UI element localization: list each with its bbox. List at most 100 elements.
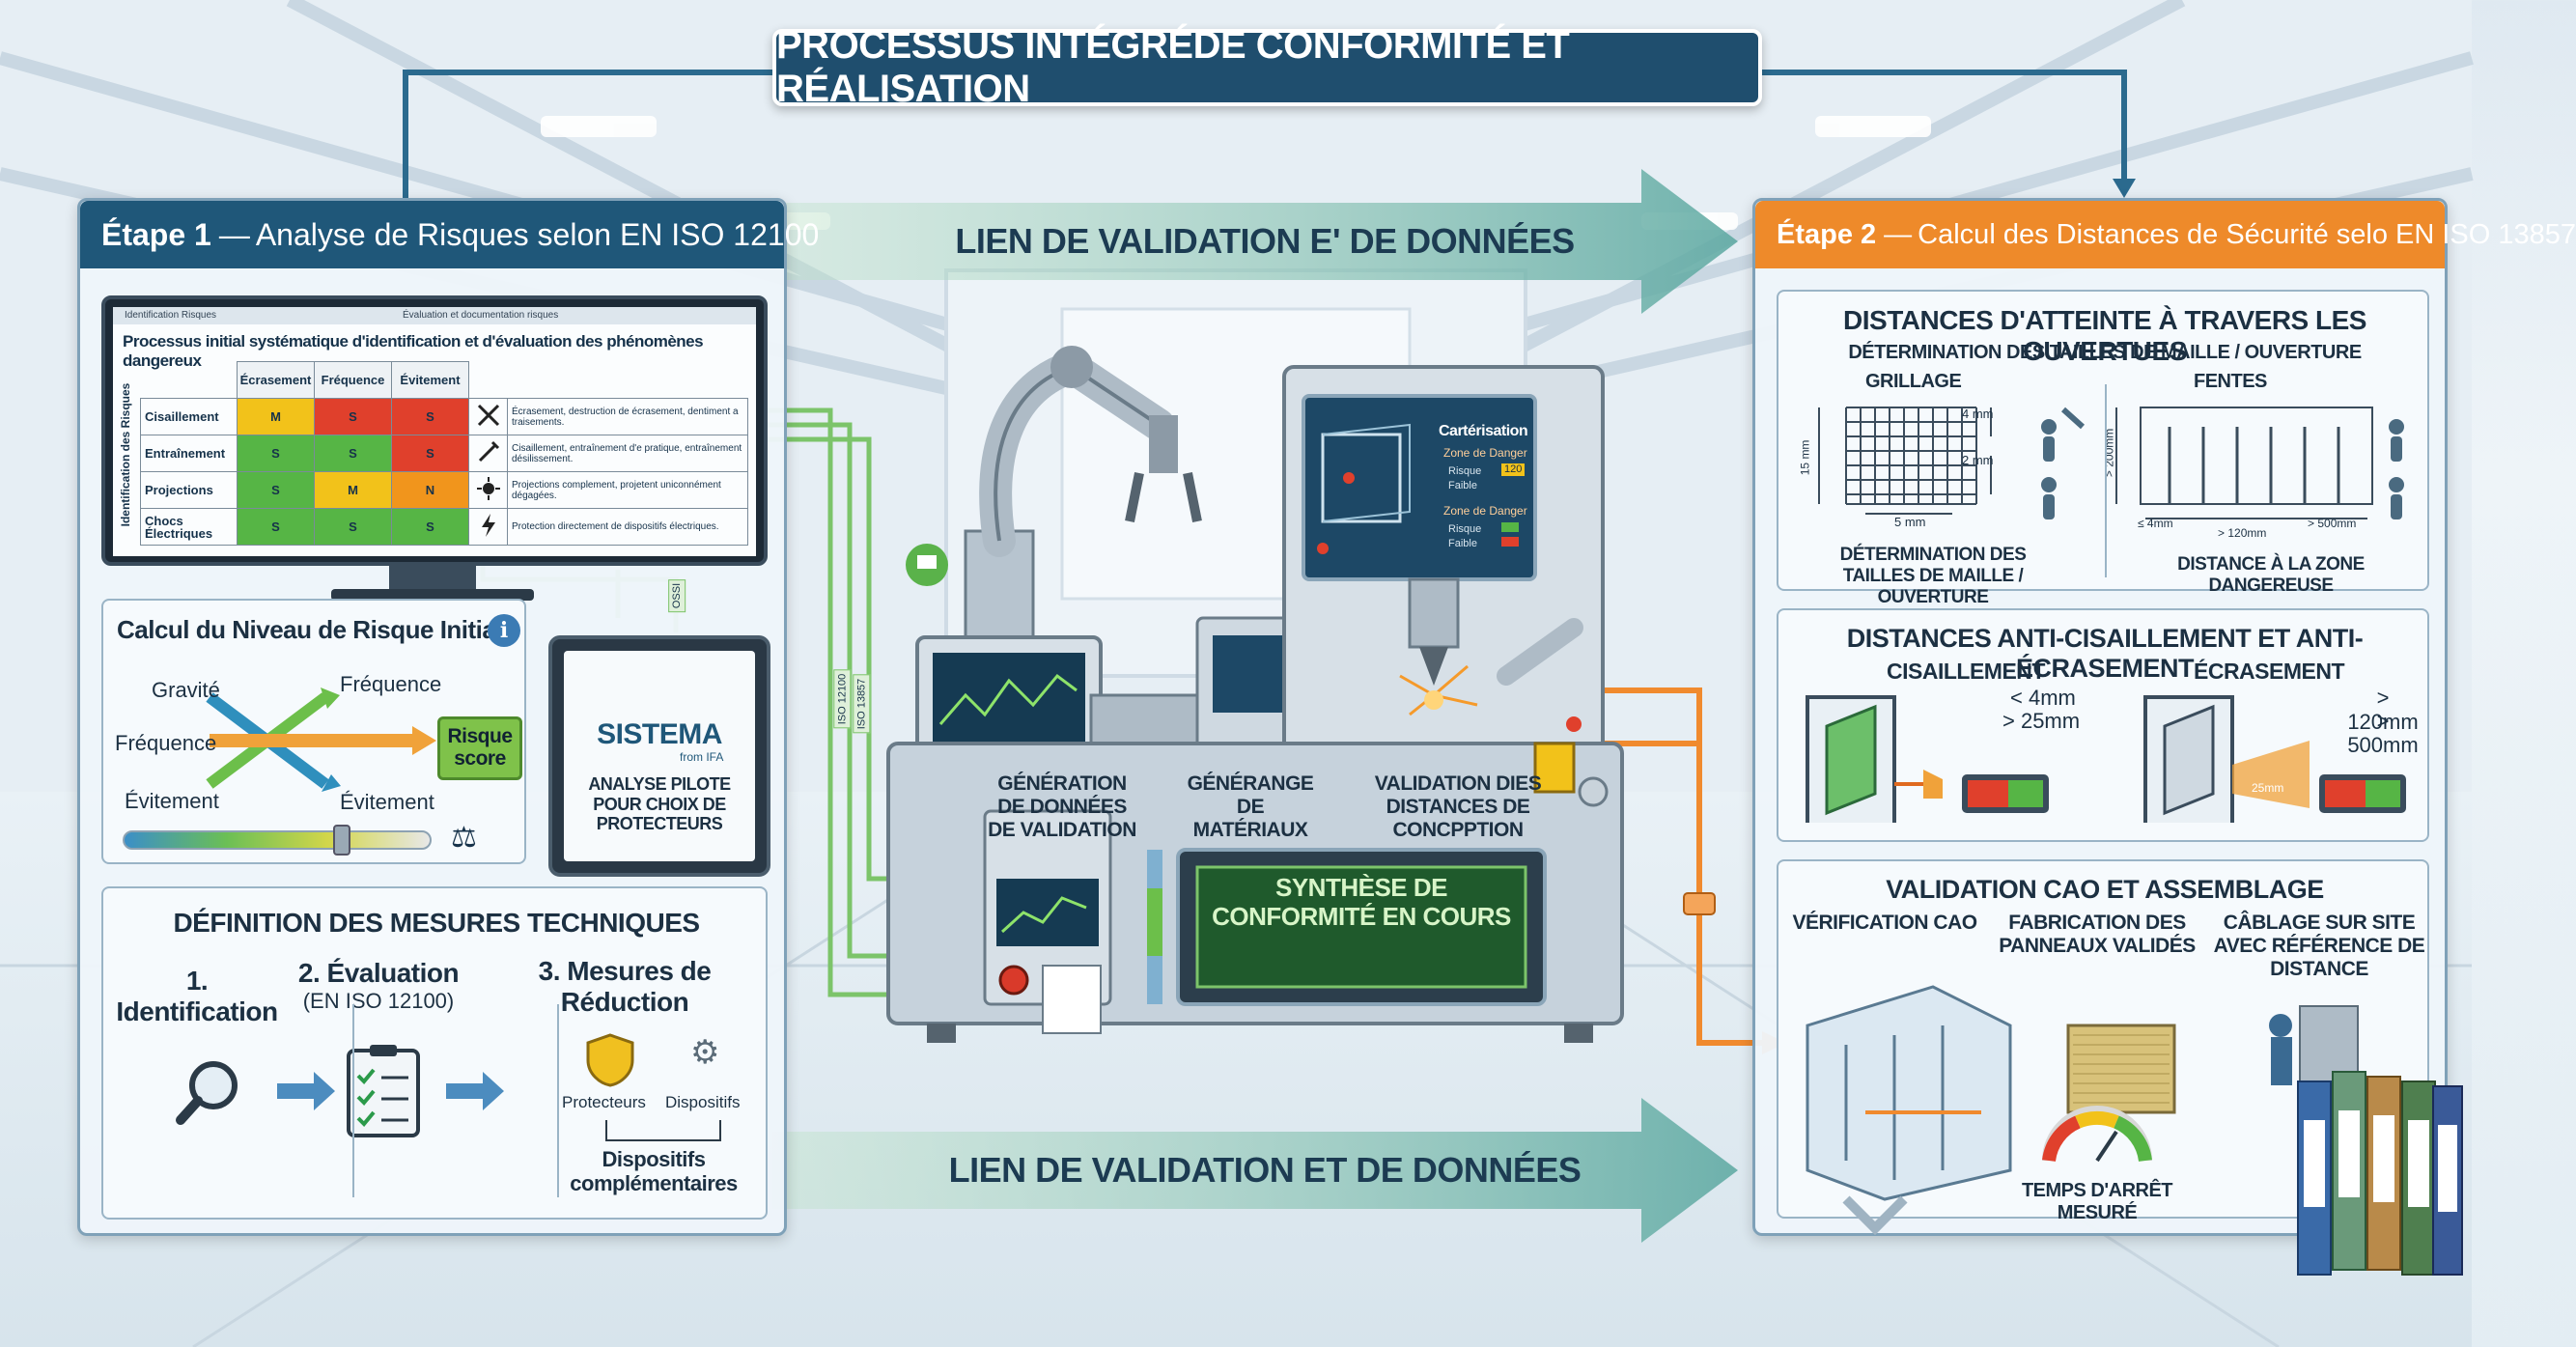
machine-risque2: Risque bbox=[1448, 523, 1482, 535]
measures-box: DÉFINITION DES MESURES TECHNIQUES 1. Ide… bbox=[101, 886, 768, 1220]
measure-step-identification: 1. Identification bbox=[116, 966, 278, 1027]
sistema-desc: ANALYSE PILOTE POUR CHOIX DE PROTECTEURS bbox=[588, 774, 731, 834]
measures-title: DÉFINITION DES MESURES TECHNIQUES bbox=[173, 908, 700, 938]
documentation-binders bbox=[2297, 1071, 2463, 1276]
row-name: Chocs Électriques bbox=[140, 508, 238, 546]
label-cisaillement: CISAILLEMENT bbox=[1887, 659, 2045, 684]
dim-15mm: 15 mm bbox=[1798, 439, 1812, 476]
risk-cell: S bbox=[314, 398, 392, 435]
dim-500mm: > 500mm bbox=[2308, 517, 2357, 530]
shield-icon bbox=[586, 1033, 634, 1092]
measure-step-evaluation: 2. Évaluation bbox=[297, 958, 460, 988]
monitor-base bbox=[331, 589, 534, 601]
machine-label-materiaux: GÉNÉRANGE DE MATÉRIAUX bbox=[1187, 772, 1314, 842]
risk-cell: S bbox=[314, 435, 392, 472]
cad-fabrication: FABRICATION DES PANNEAUX VALIDÉS bbox=[1999, 912, 2196, 958]
reach-foot-distance: DISTANCE À LA ZONE DANGEREUSE bbox=[2177, 554, 2365, 596]
shear-crush-box: DISTANCES ANTI-CISAILLEMENT ET ANTI-ÉCRA… bbox=[1777, 608, 2429, 842]
risk-cell: S bbox=[237, 471, 315, 509]
risk-level-slider-knob[interactable] bbox=[333, 825, 350, 856]
shear-title: DISTANCES ANTI-CISAILLEMENT ET ANTI-ÉCRA… bbox=[1846, 624, 2364, 684]
divider bbox=[352, 1004, 354, 1197]
risk-score-badge: Risque score bbox=[437, 716, 522, 780]
step2-number: Étape 2 bbox=[1777, 218, 1877, 250]
main-title: PROCESSUS INTÉGRÉDE CONFORMITÉ ET RÉALIS… bbox=[772, 24, 1762, 110]
risk-calc-box: Calcul du Niveau de Risque Initial i Gra… bbox=[101, 599, 526, 864]
checklist-icon bbox=[345, 1043, 422, 1144]
sistema-by: from IFA bbox=[680, 750, 724, 764]
shear-icon bbox=[468, 398, 508, 435]
dim-5mm: 5 mm bbox=[1894, 515, 1926, 529]
shear-crush-diagram bbox=[1806, 695, 2406, 823]
table-row[interactable]: Entraînement S S S Cisaillement, entraîn… bbox=[140, 435, 748, 472]
monitor-stand bbox=[389, 566, 476, 591]
magnifier-icon bbox=[171, 1052, 248, 1130]
step1-panel: Étape 1 — Analyse de Risques selon EN IS… bbox=[77, 198, 819, 1236]
risk-level-bar[interactable] bbox=[123, 825, 432, 856]
cad-assembly-diagram bbox=[1806, 985, 2359, 1236]
gear-icon: ⚙ bbox=[690, 1034, 720, 1071]
risk-cell: S bbox=[237, 435, 315, 472]
table-row[interactable]: Projections S M N Projections complement… bbox=[140, 471, 748, 509]
step1-header: Étape 1 — Analyse de Risques selon EN IS… bbox=[80, 201, 819, 268]
step2-title: Calcul des Distances de Sécurité selo EN… bbox=[1918, 218, 2576, 250]
cad-title: VALIDATION CAO ET ASSEMBLAGE bbox=[1886, 875, 2324, 904]
machine-faible1: Faible bbox=[1448, 480, 1477, 491]
input-gravite: Gravité bbox=[152, 678, 220, 702]
machine-label-generation: GÉNÉRATION DE DONNÉES DE VALIDATION bbox=[988, 772, 1136, 842]
output-evitement: Évitement bbox=[340, 790, 434, 814]
input-frequence: Fréquence bbox=[115, 731, 217, 755]
risk-calc-title: Calcul du Niveau de Risque Initial bbox=[117, 615, 503, 644]
sistema-tablet[interactable]: SISTEMA from IFA ANALYSE PILOTE POUR CHO… bbox=[548, 635, 770, 877]
step2-header: Étape 2 — Calcul des Distances de Sécuri… bbox=[1755, 201, 2576, 268]
table-row[interactable]: Chocs Électriques S S S Protection direc… bbox=[140, 508, 748, 546]
bottom-validation-link-label: LIEN DE VALIDATION ET DE DONNÉES bbox=[948, 1150, 1582, 1190]
input-evitement: Évitement bbox=[125, 789, 219, 813]
crush-gt-500mm: > 500mm bbox=[2347, 709, 2419, 758]
machine-zone2: Zone de Danger bbox=[1443, 504, 1527, 518]
projection-icon bbox=[468, 471, 508, 509]
tools-icon bbox=[468, 435, 508, 472]
risk-cell: N bbox=[391, 471, 469, 509]
label-ecrasement: ÉCRASEMENT bbox=[2194, 659, 2345, 684]
machine-screen-title: Cartérisation bbox=[1439, 423, 1528, 439]
dim-2mm: 2 mm bbox=[1962, 453, 1994, 467]
risk-cell: S bbox=[391, 398, 469, 435]
tree-connector bbox=[605, 1120, 721, 1141]
row-name: Projections bbox=[140, 471, 238, 509]
reach-title: DISTANCES D'ATTEINTE À TRAVERS LES OUVER… bbox=[1843, 305, 2366, 367]
risk-cell: S bbox=[391, 435, 469, 472]
lightning-icon bbox=[468, 508, 508, 546]
step2-panel: Étape 2 — Calcul des Distances de Sécuri… bbox=[1752, 198, 2576, 1236]
risk-cell: S bbox=[237, 508, 315, 546]
divider bbox=[557, 1004, 559, 1197]
label-protecteurs: Protecteurs bbox=[562, 1093, 646, 1111]
machine-faible2: Faible bbox=[1448, 538, 1477, 549]
monitor-tab-evaluation[interactable]: Évaluation et documentation risques bbox=[403, 310, 559, 321]
sistema-name: SISTEMA bbox=[597, 718, 722, 750]
crush-gt-120mm: > 120mm bbox=[2347, 686, 2419, 735]
cad-validation-box: VALIDATION CAO ET ASSEMBLAGE VÉRIFICATIO… bbox=[1777, 859, 2429, 1236]
measure-step-reduction: 3. Mesures de Réduction bbox=[538, 956, 712, 1018]
crush-25mm: 25mm bbox=[2252, 781, 2284, 795]
row-name: Cisaillement bbox=[140, 398, 238, 435]
machine-risque1: Risque bbox=[1448, 465, 1482, 477]
step2-separator: — bbox=[1884, 218, 1913, 250]
row-name: Entraînement bbox=[140, 435, 238, 472]
shear-gt-25mm: > 25mm bbox=[2002, 709, 2081, 733]
output-frequence: Fréquence bbox=[340, 672, 442, 696]
cad-verification: VÉRIFICATION CAO bbox=[1792, 912, 1977, 934]
machine-val1: 120 bbox=[1501, 463, 1526, 476]
monitor-heading: Processus initial systématique d'identif… bbox=[123, 332, 704, 370]
status-led bbox=[1501, 522, 1519, 532]
table-row[interactable]: Cisaillement M S S Écrasement, destructi… bbox=[140, 398, 748, 435]
risk-table: Écrasement Fréquence Évitement Cisaillem… bbox=[140, 361, 748, 546]
row-desc: Écrasement, destruction de écrasement, d… bbox=[507, 398, 748, 435]
row-desc: Cisaillement, entraînement d'e pratique,… bbox=[507, 435, 748, 472]
row-desc: Projections complement, projetent unicon… bbox=[507, 471, 748, 509]
machine-zone1: Zone de Danger bbox=[1443, 446, 1527, 460]
monitor-tab-identification[interactable]: Identification Risques bbox=[125, 310, 217, 321]
risk-cell: S bbox=[391, 508, 469, 546]
info-icon[interactable]: i bbox=[488, 614, 520, 647]
divider bbox=[2105, 384, 2107, 577]
